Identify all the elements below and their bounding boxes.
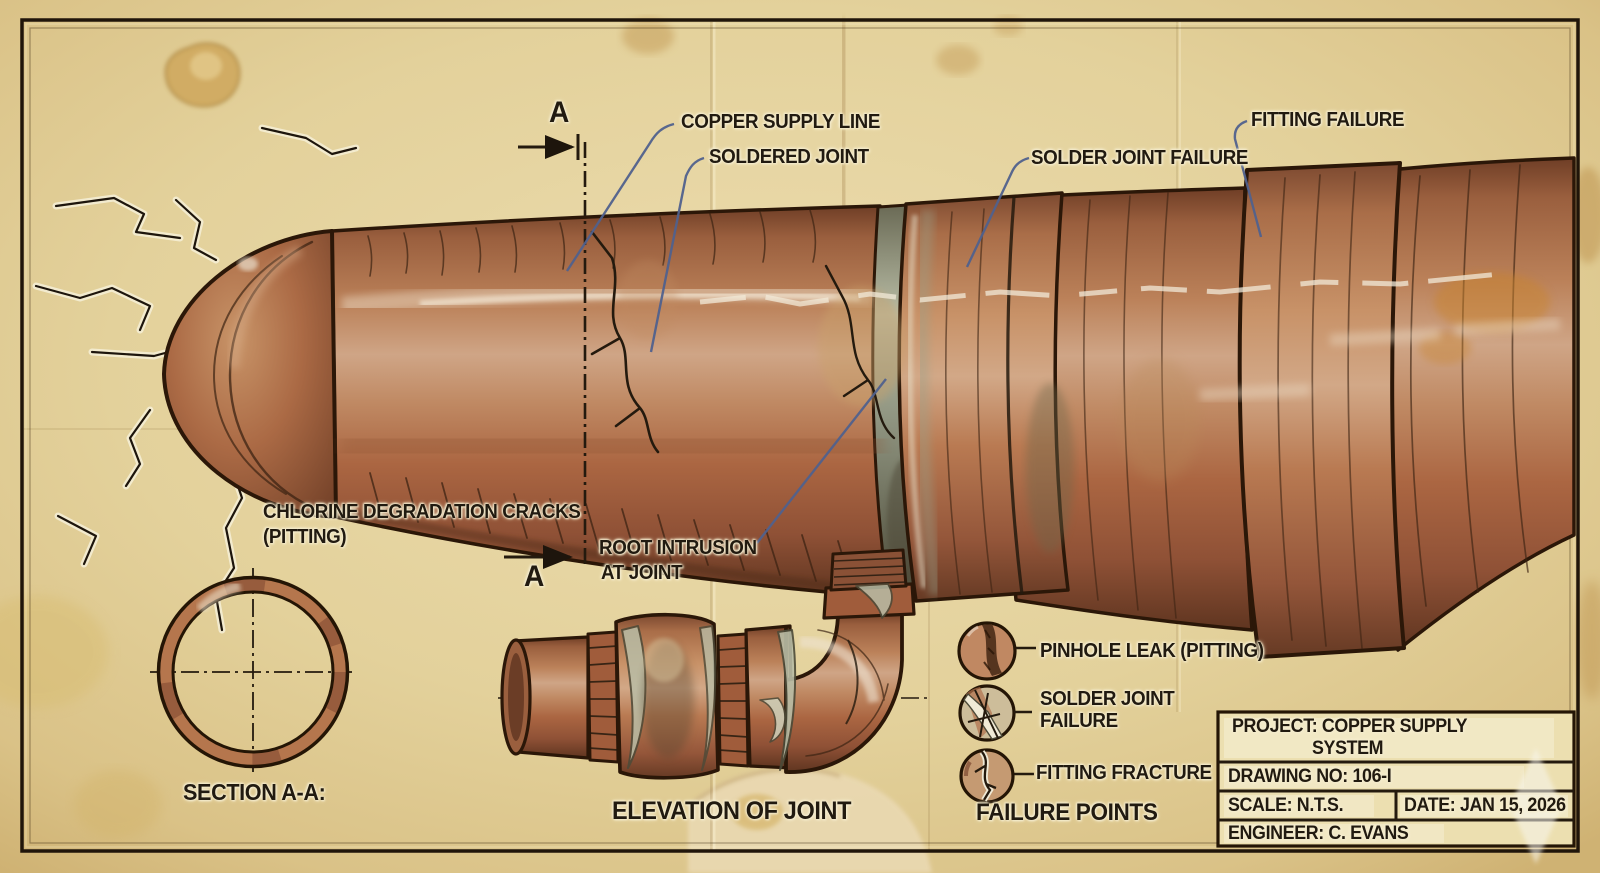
legend-label-fitting-fracture: FITTING FRACTURE — [1036, 762, 1212, 784]
callout-chlorine-degradation: CHLORINE DEGRADATION CRACKS — [263, 501, 581, 523]
elevation-of-joint-view — [498, 548, 932, 780]
pinhole-leak-icon — [957, 621, 1036, 681]
diamond-watermark — [1510, 748, 1562, 864]
title-block-scale: SCALE: N.T.S. — [1228, 795, 1344, 816]
callout-solder-joint-failure: SOLDER JOINT FAILURE — [1031, 147, 1249, 169]
legend-title: FAILURE POINTS — [976, 799, 1158, 826]
legend-label-solder-joint-failure: SOLDER JOINT FAILURE — [1040, 688, 1175, 733]
callout-root-intrusion: ROOT INTRUSION — [599, 537, 757, 559]
elevation-view-title: ELEVATION OF JOINT — [612, 797, 852, 825]
section-marker-a-bottom: A — [524, 560, 544, 593]
solder-joint-failure-icon — [958, 684, 1032, 742]
title-block-project-line1: PROJECT: COPPER SUPPLY — [1232, 716, 1468, 737]
section-view-title: SECTION A-A: — [183, 779, 326, 805]
callout-chlorine-degradation-sub: (PITTING) — [263, 526, 347, 548]
title-block-project-line2: SYSTEM — [1312, 738, 1384, 759]
section-cut-line — [504, 134, 587, 569]
title-block-engineer: ENGINEER: C. EVANS — [1228, 823, 1409, 844]
legend-label-pinhole-leak: PINHOLE LEAK (PITTING) — [1040, 640, 1264, 662]
title-block — [1216, 710, 1576, 864]
copper-pipe-illustration — [162, 156, 1576, 659]
section-aa-view — [150, 568, 352, 776]
callout-leader-lines — [557, 119, 1263, 551]
title-block-drawing-no: DRAWING NO: 106-I — [1228, 766, 1392, 787]
callout-copper-supply-line: COPPER SUPPLY LINE — [681, 111, 881, 133]
failure-points-legend — [957, 621, 1036, 804]
callout-fitting-failure: FITTING FAILURE — [1251, 109, 1405, 131]
fitting-fracture-icon — [959, 748, 1034, 804]
section-marker-a-top: A — [549, 96, 569, 129]
title-block-date: DATE: JAN 15, 2026 — [1404, 795, 1566, 816]
callout-root-intrusion-sub: AT JOINT — [601, 562, 683, 584]
callout-soldered-joint: SOLDERED JOINT — [709, 146, 869, 168]
